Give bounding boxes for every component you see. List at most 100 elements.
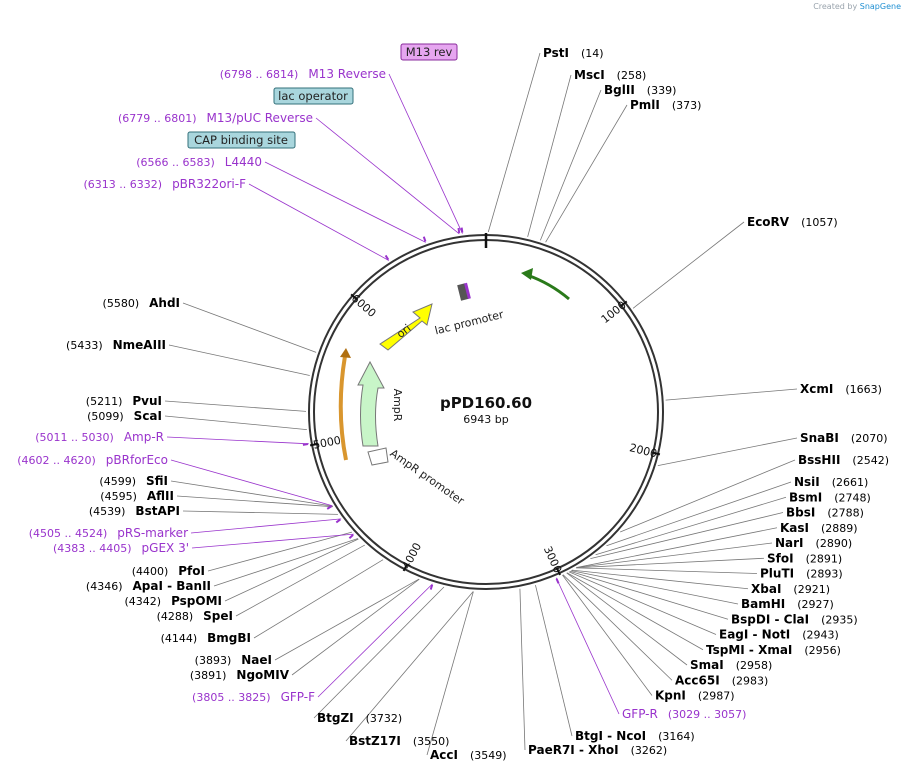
label-btgzi[interactable]: BtgZI(3732) [317,711,402,725]
site-coord-sfii: (4599) [99,475,136,488]
label-bstapi[interactable]: BstAPI(4539) [89,504,180,518]
boxed-feature-m13-rev[interactable]: M13 rev [400,43,458,61]
label-kasi[interactable]: KasI(2889) [780,521,858,535]
feature-ampr[interactable]: AmpR [357,360,404,447]
label-sfii[interactable]: SfiI(4599) [99,474,168,488]
label-acc65i[interactable]: Acc65I(2983) [675,673,768,687]
label-pvui[interactable]: PvuI(5211) [86,394,162,408]
label-pspomi[interactable]: PspOMI(4342) [124,594,222,608]
site-coord-m13-reverse: (6798 .. 6814) [220,68,299,81]
boxed-feature-lac-operator[interactable]: lac operator [273,87,354,105]
site-coord-bsmi: (2748) [834,491,871,504]
label-gfp-r[interactable]: GFP-R(3029 .. 3057) [622,707,746,721]
label-amp-r[interactable]: Amp-R(5011 .. 5030) [35,430,164,444]
label-snabi[interactable]: SnaBI(2070) [800,431,887,445]
m13-rev-label: M13 rev [406,45,453,59]
label-l4440[interactable]: L4440(6566 .. 6583) [136,155,262,169]
primer-site-m13-puc-reverse [457,227,461,234]
site-coord-xbai: (2921) [793,583,830,596]
leader-btgzi [313,586,445,719]
site-coord-psti: (14) [581,47,604,60]
site-coord-nsii: (2661) [832,476,869,489]
site-coord-naei: (3893) [195,654,232,667]
label-pgex-3[interactable]: pGEX 3'(4383 .. 4405) [53,541,189,555]
label-ecorv[interactable]: EcoRV(1057) [747,215,838,229]
label-acci[interactable]: AccI(3549) [430,748,507,762]
site-coord-gfp-f: (3805 .. 3825) [192,691,271,704]
label-m13-puc-reverse[interactable]: M13/pUC Reverse(6779 .. 6801) [118,111,313,125]
site-name-spei: SpeI [203,609,233,623]
site-coord-bstapi: (4539) [89,505,126,518]
label-xcmi[interactable]: XcmI(1663) [800,382,882,396]
label-bstz17i[interactable]: BstZ17I(3550) [349,734,449,748]
site-coord-aflii: (4595) [100,490,137,503]
site-name-btgi-ncoi: BtgI - NcoI [575,729,646,743]
feature-ampr-promoter[interactable]: AmpR promoter [367,447,467,508]
tick-mark-2000 [651,451,661,456]
leader-btgi-ncoi [535,584,573,737]
label-spei[interactable]: SpeI (4288) [157,609,233,623]
leader-m13-reverse [388,73,463,234]
site-name-bsshii: BssHII [798,453,840,467]
site-coord-snabi: (2070) [851,432,888,445]
label-aflii[interactable]: AflII(4595) [100,489,174,503]
feature-lac-promoter[interactable]: lac promoter [433,282,505,338]
boxed-feature-cap-binding-site[interactable]: CAP binding site [187,131,296,149]
label-pbr322ori-f[interactable]: pBR322ori-F(6313 .. 6332) [84,177,247,191]
label-eagi-noti[interactable]: EagI - NotI(2943) [719,628,839,642]
label-pluti[interactable]: PluTI(2893) [760,567,843,581]
label-ahdi[interactable]: AhdI(5580) [103,296,180,310]
label-prs-marker[interactable]: pRS-marker(4505 .. 4524) [29,526,188,540]
label-xbai[interactable]: XbaI(2921) [751,582,830,596]
ampr-promoter-label: AmpR promoter [387,447,466,508]
site-coord-btgi-ncoi: (3164) [658,730,695,743]
label-bamhi[interactable]: BamHI(2927) [741,597,834,611]
label-gfp-f[interactable]: GFP-F(3805 .. 3825) [192,690,315,704]
label-pbrforeco[interactable]: pBRforEco(4602 .. 4620) [17,453,168,467]
label-psti[interactable]: PstI(14) [543,46,604,60]
leader-bsmi [595,496,787,556]
label-nsii[interactable]: NsiI(2661) [794,475,868,489]
label-nmeaiii[interactable]: NmeAIII(5433) [66,338,166,352]
label-bglii[interactable]: BglII(339) [604,83,676,97]
feature-ori[interactable]: ori [379,303,433,351]
site-coord-bglii: (339) [647,84,677,97]
label-paer7i-xhoi[interactable]: PaeR7I - XhoI(3262) [528,743,667,757]
leader-pfoi [207,531,353,572]
site-name-msci: MscI [574,68,605,82]
label-m13-reverse[interactable]: M13 Reverse(6798 .. 6814) [220,67,386,81]
leader-pmli [545,104,628,243]
label-ngomiv[interactable]: NgoMIV(3891) [190,668,290,682]
label-bspdi-clai[interactable]: BspDI - ClaI(2935) [731,612,858,626]
site-coord-bsshii: (2542) [852,454,889,467]
label-kpni[interactable]: KpnI(2987) [655,689,734,703]
site-coord-m13-puc-reverse: (6779 .. 6801) [118,112,197,125]
site-name-ahdi: AhdI [149,296,180,310]
label-tspmi-xmai[interactable]: TspMI - XmaI(2956) [706,643,841,657]
site-name-ngomiv: NgoMIV [236,668,289,682]
site-name-pgex-3: pGEX 3' [142,541,189,555]
site-coord-pbrforeco: (4602 .. 4620) [17,454,96,467]
label-bsshii[interactable]: BssHII (2542) [798,453,889,467]
label-naei[interactable]: NaeI(3893) [195,653,272,667]
site-name-btgzi: BtgZI [317,711,354,725]
site-coord-spei: (4288) [157,610,194,623]
leader-bstapi [182,510,338,515]
label-pmli[interactable]: PmlI(373) [630,98,701,112]
label-smai[interactable]: SmaI(2958) [690,658,772,672]
label-bbsi[interactable]: BbsI(2788) [786,506,864,520]
label-btgi-ncoi[interactable]: BtgI - NcoI (3164) [575,729,695,743]
label-apai-banii[interactable]: ApaI - BanII(4346) [86,579,211,593]
label-bmgbi[interactable]: BmgBI(4144) [161,631,251,645]
label-pfoi[interactable]: PfoI(4400) [132,564,205,578]
leader-sfii [170,480,333,507]
site-coord-smai: (2958) [736,659,773,672]
label-msci[interactable]: MscI(258) [574,68,646,82]
label-bsmi[interactable]: BsmI(2748) [789,490,871,504]
leader-ecorv [632,221,745,309]
label-sfoi[interactable]: SfoI(2891) [767,551,842,565]
site-coord-xcmi: (1663) [845,383,882,396]
label-scai[interactable]: ScaI(5099) [87,409,162,423]
label-nari[interactable]: NarI(2890) [775,536,852,550]
site-coord-scai: (5099) [87,410,124,423]
